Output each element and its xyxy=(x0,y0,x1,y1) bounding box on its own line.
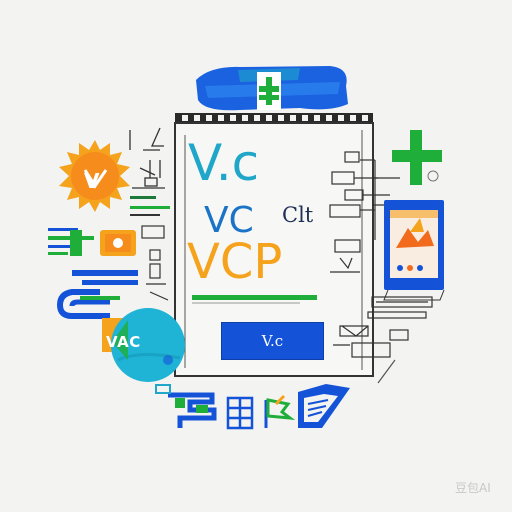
cl-label-text: Clt xyxy=(282,203,314,227)
vcp-logo-text: VCP xyxy=(187,234,283,290)
plus-cross-icon xyxy=(392,130,442,185)
badge-icon xyxy=(100,230,136,256)
bottom-right-sketch xyxy=(333,325,409,384)
key-icon xyxy=(168,392,217,428)
flag-icon xyxy=(264,394,296,428)
image-card-icon xyxy=(383,200,445,301)
sun-icon xyxy=(59,140,130,212)
grid-icon xyxy=(226,396,254,430)
top-banner-icon xyxy=(196,66,348,111)
envelope-icon xyxy=(155,384,171,394)
left-mid-sketch xyxy=(141,225,169,301)
book-icon xyxy=(298,384,350,428)
watermark-text: 豆包AI xyxy=(455,481,491,495)
paperclip-icon xyxy=(56,270,138,319)
globe-icon xyxy=(102,308,185,382)
left-top-sketch xyxy=(129,127,165,189)
globe-label: VAC xyxy=(106,333,141,351)
secondary-logo-text: VC xyxy=(204,200,254,241)
right-sketch-lines xyxy=(367,296,433,319)
vc-button[interactable]: V.c xyxy=(221,322,324,360)
main-logo-text: V.c xyxy=(188,134,260,192)
left-stripes xyxy=(48,196,170,256)
sun-label: V xyxy=(84,169,100,193)
